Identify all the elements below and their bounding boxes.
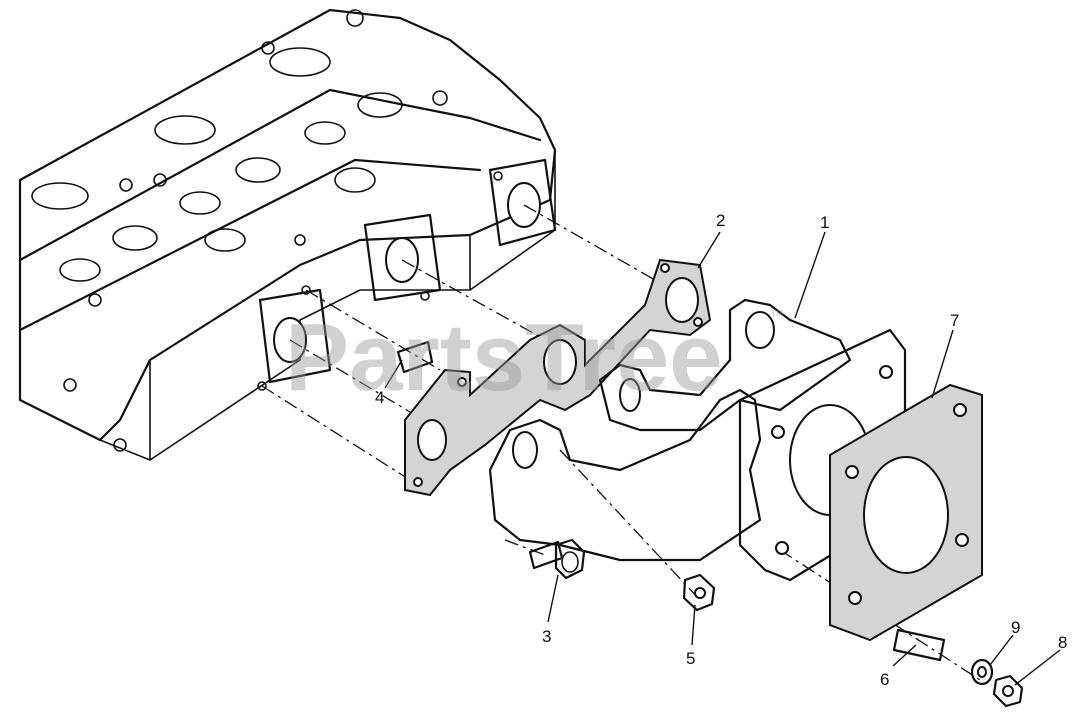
watermark-text: PartsTree xyxy=(285,304,723,411)
callout-7: 7 xyxy=(950,311,959,330)
bolt-3 xyxy=(528,538,586,580)
callout-3: 3 xyxy=(542,627,551,646)
nut-5 xyxy=(682,573,716,612)
leader-lines xyxy=(384,231,1061,686)
callout-6: 6 xyxy=(880,670,889,689)
watermark-trademark: ™ xyxy=(770,307,784,323)
stud-4 xyxy=(396,340,434,374)
callout-8: 8 xyxy=(1058,633,1067,652)
stud-6 xyxy=(892,628,946,662)
cylinder-head xyxy=(18,8,557,461)
callout-1: 1 xyxy=(820,213,829,232)
callout-9: 9 xyxy=(1011,618,1020,637)
callout-5: 5 xyxy=(686,649,695,668)
washer-9 xyxy=(970,658,994,686)
outlet-gasket xyxy=(829,383,983,642)
nut-8 xyxy=(992,674,1024,708)
watermark: PartsTree ™ xyxy=(285,304,784,411)
valve-ports xyxy=(31,9,448,307)
callout-numbers: 1 2 3 4 5 6 7 8 9 xyxy=(375,211,1067,689)
callout-2: 2 xyxy=(716,211,725,230)
callout-4: 4 xyxy=(375,388,384,407)
manifold-gasket xyxy=(404,258,712,497)
